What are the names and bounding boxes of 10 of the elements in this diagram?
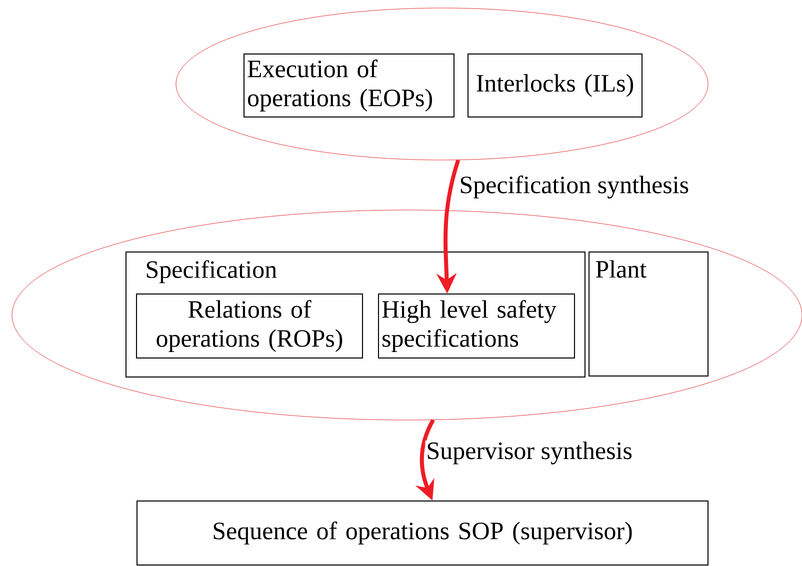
ellipse-outline (176, 8, 708, 160)
edge-label: Specification synthesis (458, 174, 690, 200)
process-box: Interlocks (ILs) (468, 54, 642, 118)
process-box: Sequence of operations SOP (supervisor) (136, 500, 708, 566)
process-box: High level safety specifications (378, 294, 575, 358)
ellipse-outline (12, 210, 802, 420)
process-box: Relations of operations (ROPs) (136, 294, 363, 358)
group-box: Plant (588, 252, 708, 376)
edge-label: Supervisor synthesis (425, 440, 634, 466)
process-box: Execution of operations (EOPs) (244, 54, 454, 118)
